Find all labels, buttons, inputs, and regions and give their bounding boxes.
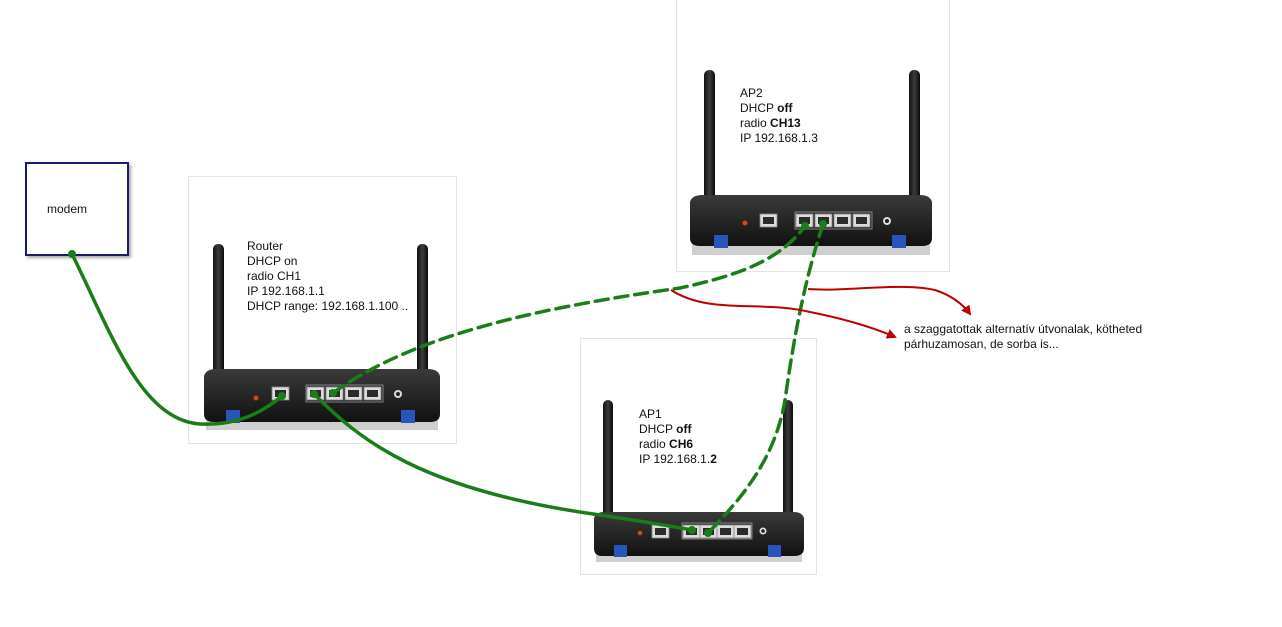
cable-end-ap1-lan2 (704, 529, 712, 537)
cable-end-router-wan (278, 392, 286, 400)
ap1-radio-label: radio (639, 437, 670, 451)
ap2-name: AP2 (740, 86, 763, 100)
ap1-name: AP1 (639, 407, 662, 421)
ap2-device (690, 70, 932, 255)
ap1-ip-value: 2 (710, 452, 717, 466)
note-line-2: párhuzamosan, de sorba is... (904, 337, 1059, 351)
ap2-dhcp-label: DHCP (740, 101, 778, 115)
cable-end-ap1-lan (688, 526, 696, 534)
modem-box: modem (25, 162, 129, 256)
ap2-radio-label: radio (740, 116, 771, 130)
ap1-radio-value: CH6 (669, 437, 694, 451)
router-info: Router DHCP on radio CH1 IP 192.168.1.1 … (247, 239, 408, 314)
ap2-ip-value: 3 (811, 131, 818, 145)
cable-end-modem (68, 250, 76, 258)
ap1-dhcp: DHCP off (639, 422, 717, 437)
ap2-ip-label: IP 192.168.1. (740, 131, 812, 145)
ap2-radio: radio CH13 (740, 116, 818, 131)
router-name: Router (247, 239, 284, 253)
ap2-dhcp: DHCP off (740, 101, 818, 116)
ap2-info: AP2 DHCP off radio CH13 IP 192.168.1.3 (740, 86, 818, 146)
ap1-radio: radio CH6 (639, 437, 717, 452)
note-line-1: a szaggatottak alternatív útvonalak, köt… (904, 322, 1143, 336)
ap2-ip: IP 192.168.1.3 (740, 131, 818, 146)
arrow-note-2 (807, 285, 972, 316)
alternative-routes-note: a szaggatottak alternatív útvonalak, köt… (904, 322, 1142, 352)
ap1-info: AP1 DHCP off radio CH6 IP 192.168.1.2 (639, 407, 717, 467)
modem-label: modem (47, 202, 88, 216)
router-dhcp: DHCP on (247, 254, 298, 268)
ap1-dhcp-value: off (676, 422, 692, 436)
router-dhcp-range: DHCP range: 192.168.1.100 .. (247, 299, 409, 313)
cable-modem-router (70, 252, 284, 426)
cable-end-router-lan1 (310, 390, 318, 398)
ap1-ip-label: IP 192.168.1. (639, 452, 711, 466)
cable-end-ap2-lan1 (801, 222, 809, 230)
ap1-ip: IP 192.168.1.2 (639, 452, 717, 467)
arrow-note-1 (670, 289, 897, 339)
router-ip: IP 192.168.1.1 (247, 284, 325, 298)
cable-end-ap2-lan2 (819, 220, 827, 228)
router-radio: radio CH1 (247, 269, 302, 283)
cable-router-ap2-alt (331, 224, 807, 395)
cable-router-ap1 (312, 392, 694, 532)
cable-end-router-lan2 (329, 389, 337, 397)
cable-ap2-ap1-alt (706, 222, 825, 535)
ap2-dhcp-value: off (777, 101, 793, 115)
ap1-dhcp-label: DHCP (639, 422, 677, 436)
ap2-radio-value: CH13 (770, 116, 801, 130)
